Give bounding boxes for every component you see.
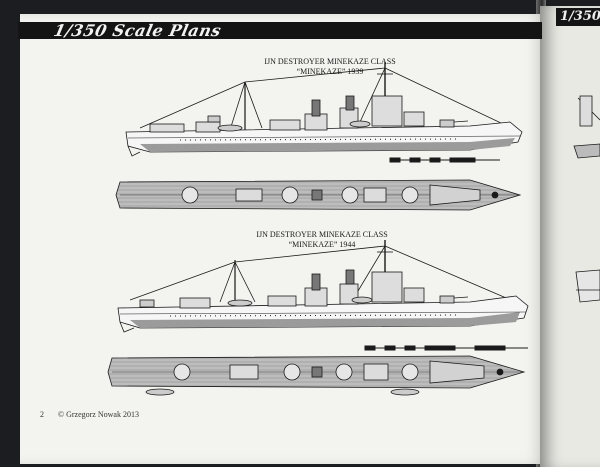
plan-caption-1939: IJN DESTROYER MINEKAZE CLASS “MINEKAZE” … <box>230 57 430 77</box>
right-page <box>540 6 600 467</box>
profile-view-1944 <box>117 240 529 333</box>
plan-caption-1944: IJN DESTROYER MINEKAZE CLASS “MINEKAZE” … <box>222 230 422 250</box>
right-header-bar <box>556 8 600 26</box>
deck-plan-1939 <box>115 179 522 211</box>
page-number: 2 <box>40 410 44 419</box>
right-page-drawings <box>573 95 600 303</box>
plan-title: IJN DESTROYER MINEKAZE CLASS <box>256 230 388 239</box>
plan-subtitle: “MINEKAZE” 1944 <box>288 240 356 249</box>
right-page-title: 1/350 <box>560 9 600 24</box>
left-page <box>20 14 548 464</box>
header-bar <box>18 22 542 39</box>
copyright-notice: © Grzegorz Nowak 2013 <box>58 410 139 419</box>
plan-title: IJN DESTROYER MINEKAZE CLASS <box>264 57 396 66</box>
profile-view-1939 <box>125 62 523 157</box>
plan-subtitle: “MINEKAZE” 1939 <box>296 67 364 76</box>
scale-bar-1944 <box>364 345 528 351</box>
scale-bar-1939 <box>389 157 500 163</box>
deck-plan-1944 <box>107 355 526 396</box>
